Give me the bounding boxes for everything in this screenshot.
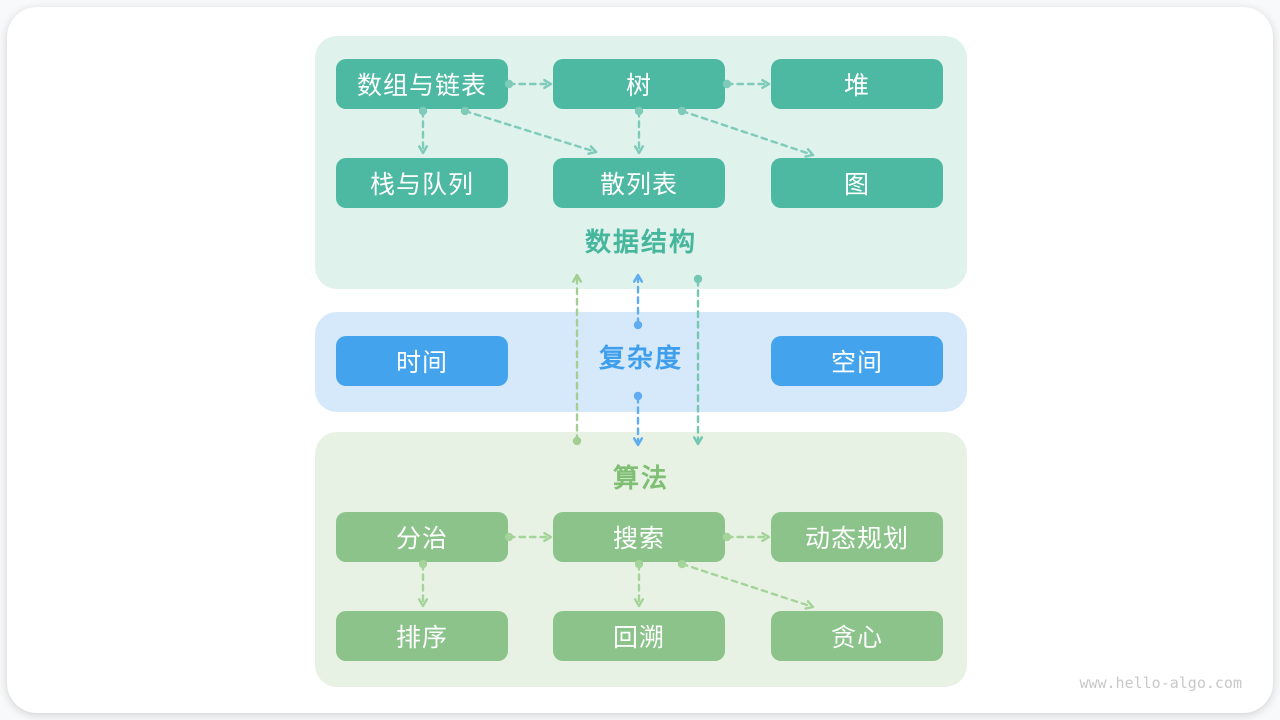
section-label-algorithms: 算法 <box>612 463 669 493</box>
section-label-data-structures: 数据结构 <box>584 227 697 257</box>
node-tree: 树 <box>553 59 725 109</box>
section-label-complexity: 复杂度 <box>598 343 683 373</box>
node-arrays-linked-lists: 数组与链表 <box>336 59 508 109</box>
node-divide-conquer: 分治 <box>336 512 508 562</box>
node-stack-queue: 栈与队列 <box>336 158 508 208</box>
node-space: 空间 <box>771 336 943 386</box>
node-hash-table: 散列表 <box>553 158 725 208</box>
node-greedy: 贪心 <box>771 611 943 661</box>
watermark-url: www.hello-algo.com <box>1079 674 1242 692</box>
node-search: 搜索 <box>553 512 725 562</box>
node-heap: 堆 <box>771 59 943 109</box>
node-time: 时间 <box>336 336 508 386</box>
node-backtracking: 回溯 <box>553 611 725 661</box>
node-graph: 图 <box>771 158 943 208</box>
node-dynamic-programming: 动态规划 <box>771 512 943 562</box>
node-sorting: 排序 <box>336 611 508 661</box>
